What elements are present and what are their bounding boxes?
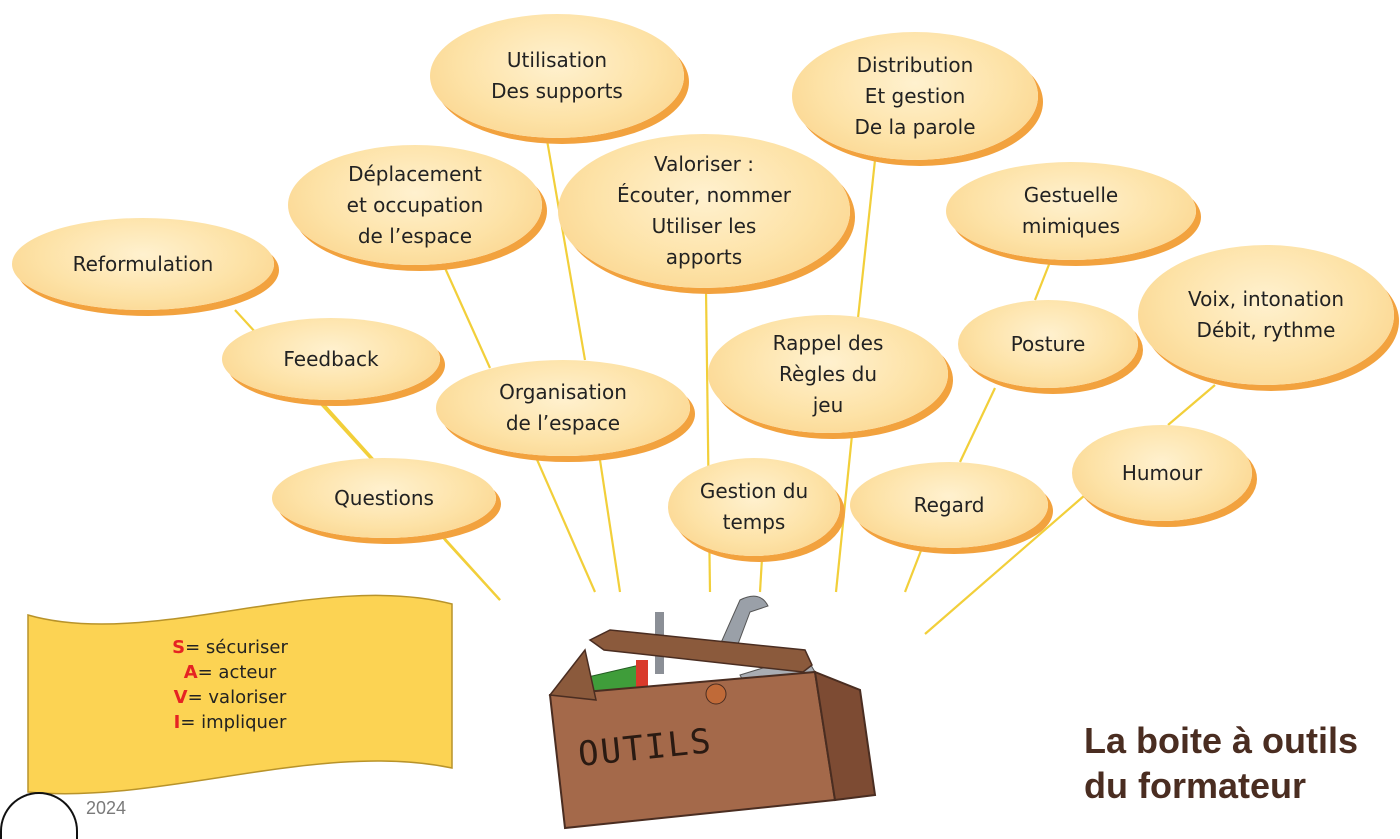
connector-gestion-temps — [758, 557, 764, 593]
connector-rappel — [834, 434, 854, 593]
bubble-humour: Humour — [1072, 425, 1252, 521]
legend-key: V — [173, 687, 188, 708]
bubble-deplacement: Déplacement et occupation de l’espace — [288, 145, 542, 265]
legend-entry-v: V= valoriser — [120, 686, 340, 710]
legend-key: A — [183, 662, 198, 683]
connector-deplacement — [443, 267, 492, 369]
title-line-1: La boite à outils — [1084, 720, 1359, 761]
bubble-utilisation: Utilisation Des supports — [430, 14, 684, 138]
hammer-knob — [705, 683, 727, 705]
toolbox-illustration — [548, 595, 877, 830]
legend-value: = sécuriser — [185, 637, 288, 658]
legend-value: = valoriser — [187, 687, 287, 708]
connector-posture — [959, 387, 996, 463]
legend-banner-shape — [27, 594, 453, 795]
bubble-label: Rappel des Règles du jeu — [772, 330, 884, 417]
footer-year: 2024 — [86, 798, 127, 818]
legend-banner — [27, 594, 453, 795]
bubble-reformulation: Reformulation — [12, 218, 274, 310]
bubble-label: Posture — [1010, 331, 1086, 356]
title-line-2: du formateur — [1084, 765, 1307, 806]
bubble-questions: Questions — [272, 458, 496, 538]
legend-value: = acteur — [197, 662, 277, 683]
bubble-label: Regard — [913, 492, 985, 517]
legend-value: = impliquer — [180, 712, 287, 733]
bubble-gestion-temps: Gestion du temps — [668, 458, 840, 556]
toolbox-side — [813, 670, 877, 802]
legend-entry-s: S= sécuriser — [120, 636, 340, 660]
bubble-rappel-regles: Rappel des Règles du jeu — [708, 315, 948, 433]
bubble-label: Gestion du temps — [699, 479, 809, 534]
bubble-organisation: Organisation de l’espace — [436, 360, 690, 456]
legend-key: S — [172, 637, 186, 658]
page-title: La boite à outils du formateur — [1084, 718, 1400, 808]
toolbox-handle — [588, 629, 813, 673]
legend-entry-i: I= impliquer — [120, 711, 340, 735]
connector-lines — [234, 139, 1216, 635]
bubble-label: Utilisation Des supports — [491, 48, 623, 103]
bubble-label: Valoriser : Écouter, nommer Utiliser les… — [616, 152, 792, 269]
bubble-label: Gestuelle mimiques — [1021, 183, 1121, 238]
connector-regard — [903, 547, 924, 593]
bubble-regard: Regard — [850, 462, 1048, 548]
bubble-label: Reformulation — [72, 251, 214, 276]
connector-gestuelle — [1033, 261, 1052, 301]
connector-humour — [924, 494, 1086, 635]
bubble-distribution: Distribution Et gestion De la parole — [792, 32, 1038, 160]
bubble-label: Déplacement et occupation de l’espace — [346, 161, 484, 248]
wrench-icon — [719, 595, 769, 653]
bubble-posture: Posture — [958, 300, 1138, 388]
bubble-label: Feedback — [283, 346, 379, 371]
bubble-label: Distribution Et gestion De la parole — [854, 52, 976, 139]
connector-organisation-a — [533, 454, 597, 593]
legend-key: I — [173, 712, 181, 733]
bubble-label: Voix, intonation Débit, rythme — [1187, 287, 1345, 342]
bubble-label: Questions — [334, 485, 434, 510]
bubble-voix: Voix, intonation Débit, rythme — [1138, 245, 1394, 385]
connector-organisation-b — [598, 459, 622, 593]
bubble-gestuelle: Gestuelle mimiques — [946, 162, 1196, 260]
connector-utilisation — [545, 139, 587, 361]
bubble-label: Humour — [1121, 460, 1203, 485]
legend-entry-a: A= acteur — [120, 661, 340, 685]
connector-voix — [1167, 384, 1216, 426]
bubble-feedback: Feedback — [222, 318, 440, 400]
toolbox-left-end — [548, 648, 597, 701]
connector-questions — [444, 539, 501, 601]
bubble-valoriser: Valoriser : Écouter, nommer Utiliser les… — [558, 134, 850, 288]
bubble-label: Organisation de l’espace — [499, 380, 627, 435]
connector-distribution — [856, 159, 877, 319]
